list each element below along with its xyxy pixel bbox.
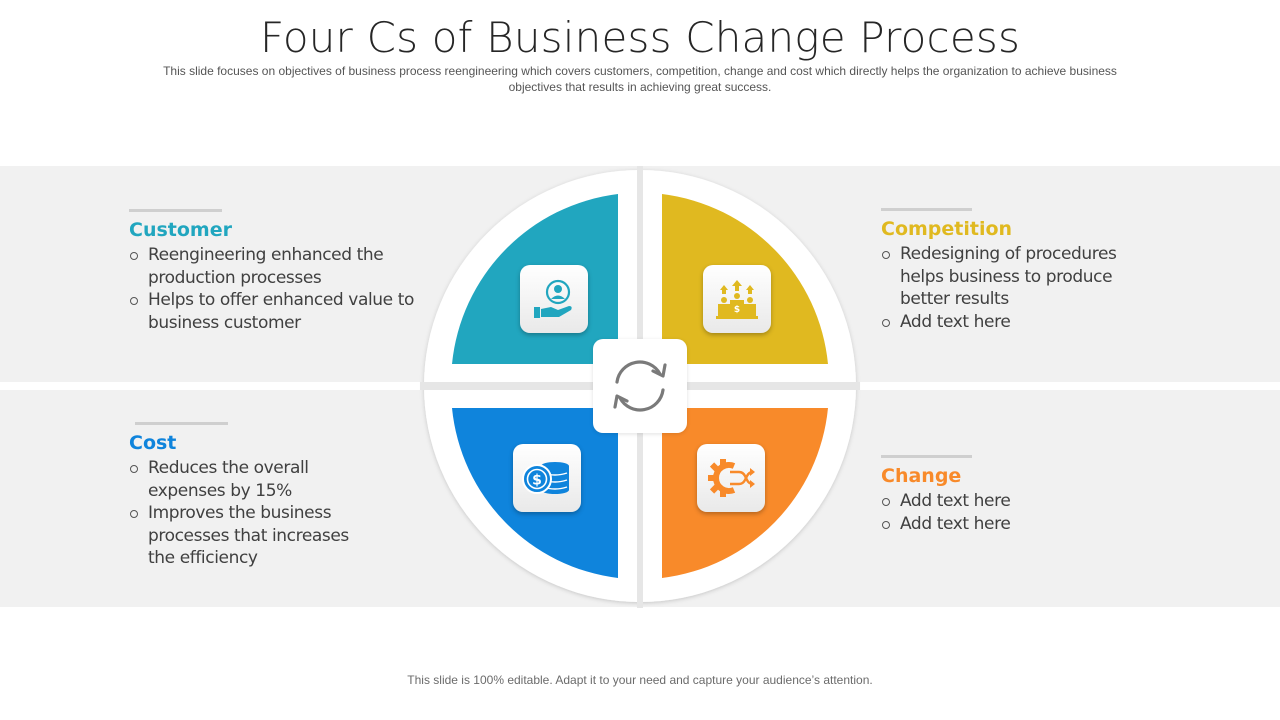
customer-heading: Customer <box>129 219 232 241</box>
list-item: Redesigning of procedures helps business… <box>881 243 1151 311</box>
coins-icon: $ <box>522 462 569 494</box>
list-item: Add text here <box>881 490 1081 513</box>
gear-arrows-icon <box>708 459 755 497</box>
svg-text:$: $ <box>532 473 542 489</box>
refresh-icon <box>613 360 667 412</box>
change-block: Change Add text here Add text here <box>881 455 1081 535</box>
hand-user-icon <box>534 279 572 318</box>
customer-rule <box>129 209 222 212</box>
list-item: Reduces the overall expenses by 15% <box>129 457 369 502</box>
cost-rule <box>135 422 228 425</box>
competition-heading: Competition <box>881 218 1013 240</box>
list-item: Add text here <box>881 311 1151 334</box>
competition-rule <box>881 208 972 211</box>
customer-icon-box <box>520 265 588 333</box>
customer-block: Customer Reengineering enhanced the prod… <box>129 209 429 334</box>
cost-block: Cost Reduces the overall expenses by 15%… <box>129 422 369 570</box>
competition-block: Competition Redesigning of procedures he… <box>881 208 1151 333</box>
change-heading: Change <box>881 465 962 487</box>
list-item: Helps to offer enhanced value to busines… <box>129 289 429 334</box>
footer-note: This slide is 100% editable. Adapt it to… <box>407 673 873 687</box>
list-item: Improves the business processes that inc… <box>129 502 369 570</box>
cost-list: Reduces the overall expenses by 15% Impr… <box>129 457 369 570</box>
podium-icon: $ <box>716 280 758 319</box>
customer-list: Reengineering enhanced the production pr… <box>129 244 429 334</box>
change-list: Add text here Add text here <box>881 490 1081 535</box>
list-item: Add text here <box>881 513 1081 536</box>
list-item: Reengineering enhanced the production pr… <box>129 244 429 289</box>
competition-icon-box: $ <box>703 265 771 333</box>
cost-icon-box: $ <box>513 444 581 512</box>
svg-text:$: $ <box>734 305 740 315</box>
competition-list: Redesigning of procedures helps business… <box>881 243 1151 333</box>
page-title: Four Cs of Business Change Process <box>259 13 1021 62</box>
change-icon-box <box>697 444 765 512</box>
page-subtitle: This slide focuses on objectives of busi… <box>163 64 1117 94</box>
cost-heading: Cost <box>129 432 177 454</box>
change-rule <box>881 455 972 458</box>
center-icon-box <box>593 339 687 433</box>
